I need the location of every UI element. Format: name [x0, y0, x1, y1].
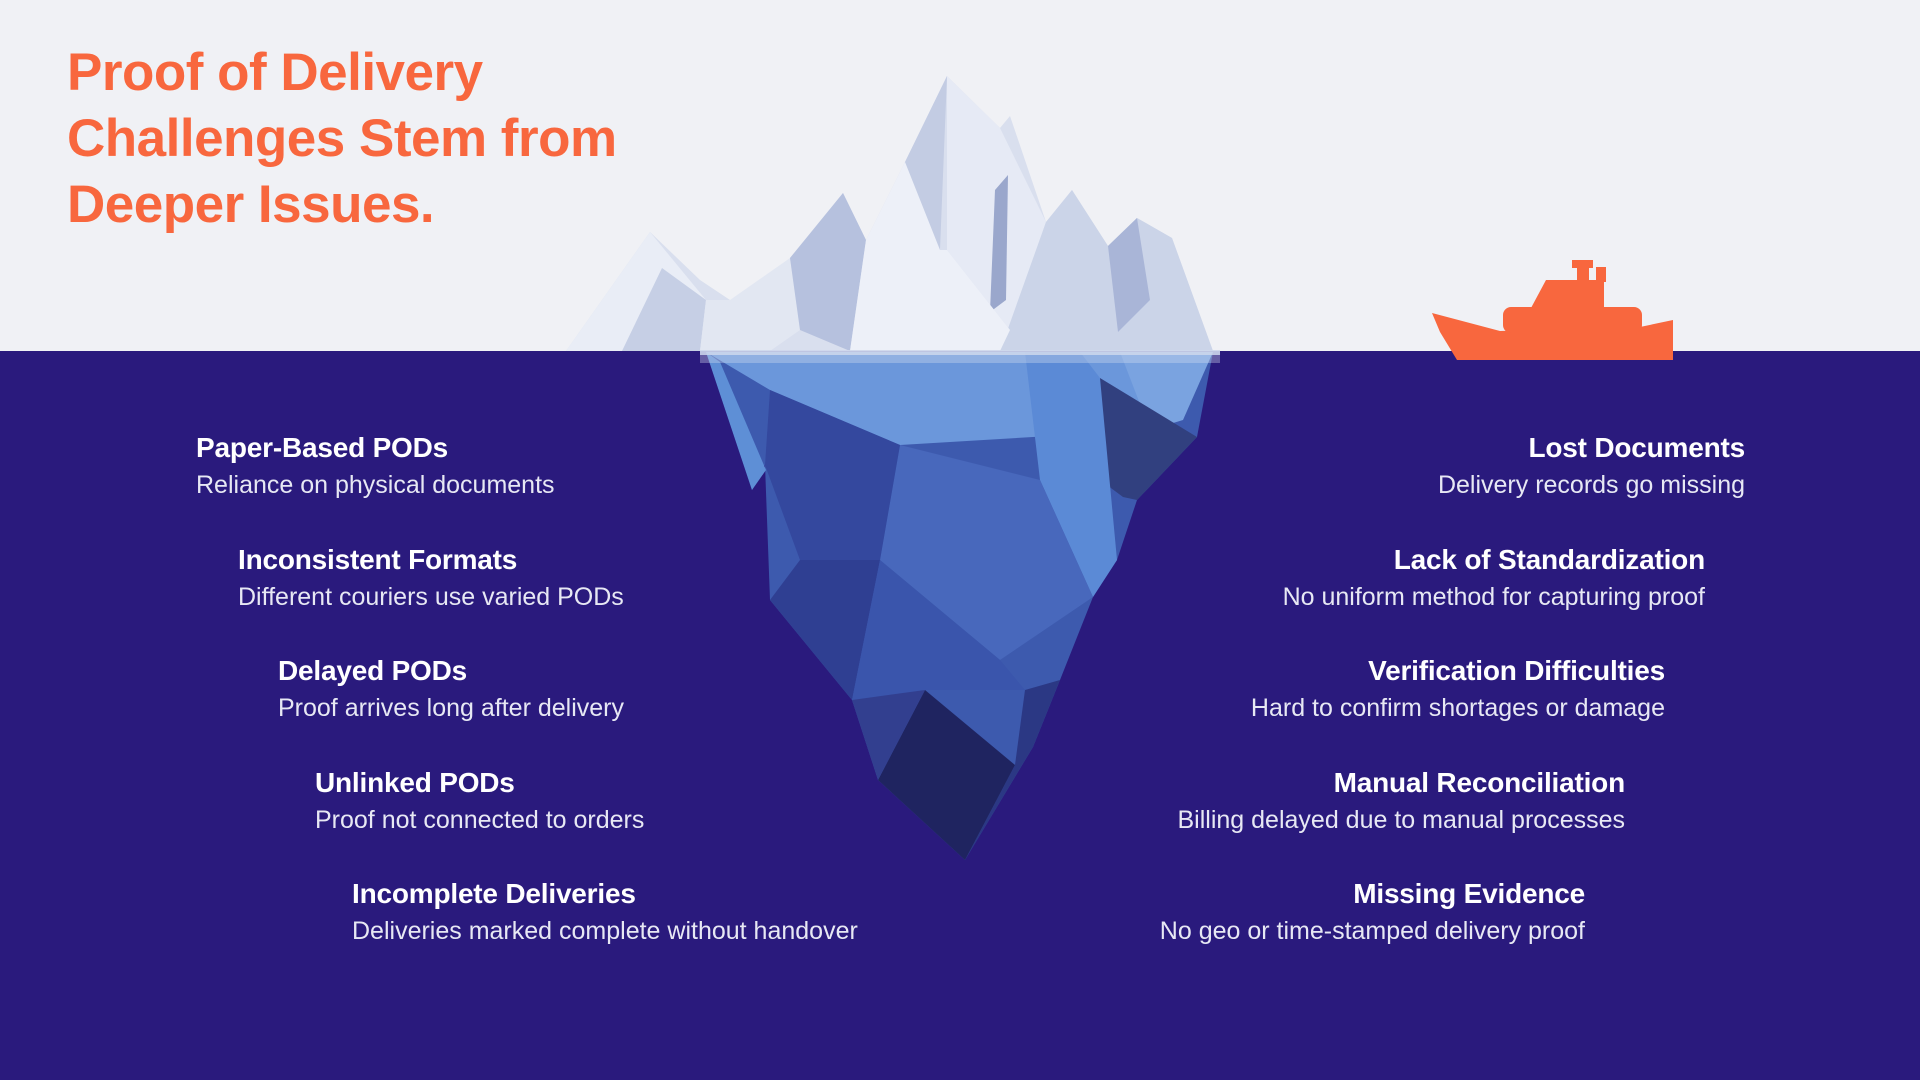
challenge-item-lost-documents: Lost Documents Delivery records go missi…: [1438, 430, 1745, 502]
challenge-description: Hard to confirm shortages or damage: [1250, 694, 1665, 722]
challenge-title: Incomplete Deliveries: [352, 878, 636, 909]
challenge-item-delayed-pods: Delayed PODs Proof arrives long after de…: [278, 653, 624, 725]
iceberg-above-water-illustration: [566, 76, 1213, 351]
challenge-item-lack-of-standardization: Lack of Standardization No uniform metho…: [1282, 542, 1706, 614]
challenge-description: No geo or time-stamped delivery proof: [1159, 917, 1585, 945]
challenge-item-unlinked-pods: Unlinked PODs Proof not connected to ord…: [315, 765, 644, 837]
ship-deckhouse: [1503, 307, 1642, 333]
challenge-title: Paper-Based PODs: [196, 432, 449, 463]
challenge-item-paper-based-pods: Paper-Based PODs Reliance on physical do…: [196, 430, 555, 502]
challenge-item-missing-evidence: Missing Evidence No geo or time-stamped …: [1160, 876, 1585, 948]
page-title-line-1: Proof of Delivery: [67, 43, 483, 102]
challenge-description: Proof not connected to orders: [315, 806, 645, 834]
challenge-title: Inconsistent Formats: [238, 544, 518, 575]
ship-funnel-cap: [1572, 260, 1593, 268]
challenge-description: Billing delayed due to manual processes: [1177, 806, 1626, 834]
ship-hull: [1432, 313, 1673, 360]
challenge-item-manual-reconciliation: Manual Reconciliation Billing delayed du…: [1178, 765, 1626, 837]
challenge-title: Missing Evidence: [1353, 878, 1585, 909]
iceberg-below-water-illustration: [700, 350, 1220, 860]
page-title-line-2: Challenges Stem from: [67, 109, 617, 168]
challenge-item-verification-difficulties: Verification Difficulties Hard to confir…: [1251, 653, 1665, 725]
challenge-title: Verification Difficulties: [1368, 655, 1665, 686]
challenge-title: Lack of Standardization: [1393, 544, 1705, 575]
ship-funnel-large: [1577, 266, 1589, 284]
ship-cabin: [1531, 280, 1604, 308]
challenge-description: Delivery records go missing: [1437, 471, 1745, 499]
challenge-description: Deliveries marked complete without hando…: [352, 917, 858, 945]
challenge-title: Delayed PODs: [278, 655, 468, 686]
challenge-item-incomplete-deliveries: Incomplete Deliveries Deliveries marked …: [352, 876, 858, 948]
challenge-description: No uniform method for capturing proof: [1282, 583, 1705, 611]
challenge-title: Manual Reconciliation: [1333, 767, 1626, 798]
challenge-description: Different couriers use varied PODs: [238, 583, 624, 611]
ship-funnel-small: [1596, 267, 1606, 282]
challenge-item-inconsistent-formats: Inconsistent Formats Different couriers …: [238, 542, 624, 614]
cargo-ship-icon: [1432, 260, 1673, 360]
waterline-highlight: [700, 350, 1220, 355]
page-title-line-3: Deeper Issues.: [67, 175, 435, 234]
page-title: Proof of Delivery Challenges Stem from D…: [67, 40, 617, 238]
challenge-description: Reliance on physical documents: [196, 471, 555, 499]
challenge-description: Proof arrives long after delivery: [278, 694, 624, 722]
challenge-title: Unlinked PODs: [315, 767, 515, 798]
challenge-title: Lost Documents: [1528, 432, 1745, 463]
